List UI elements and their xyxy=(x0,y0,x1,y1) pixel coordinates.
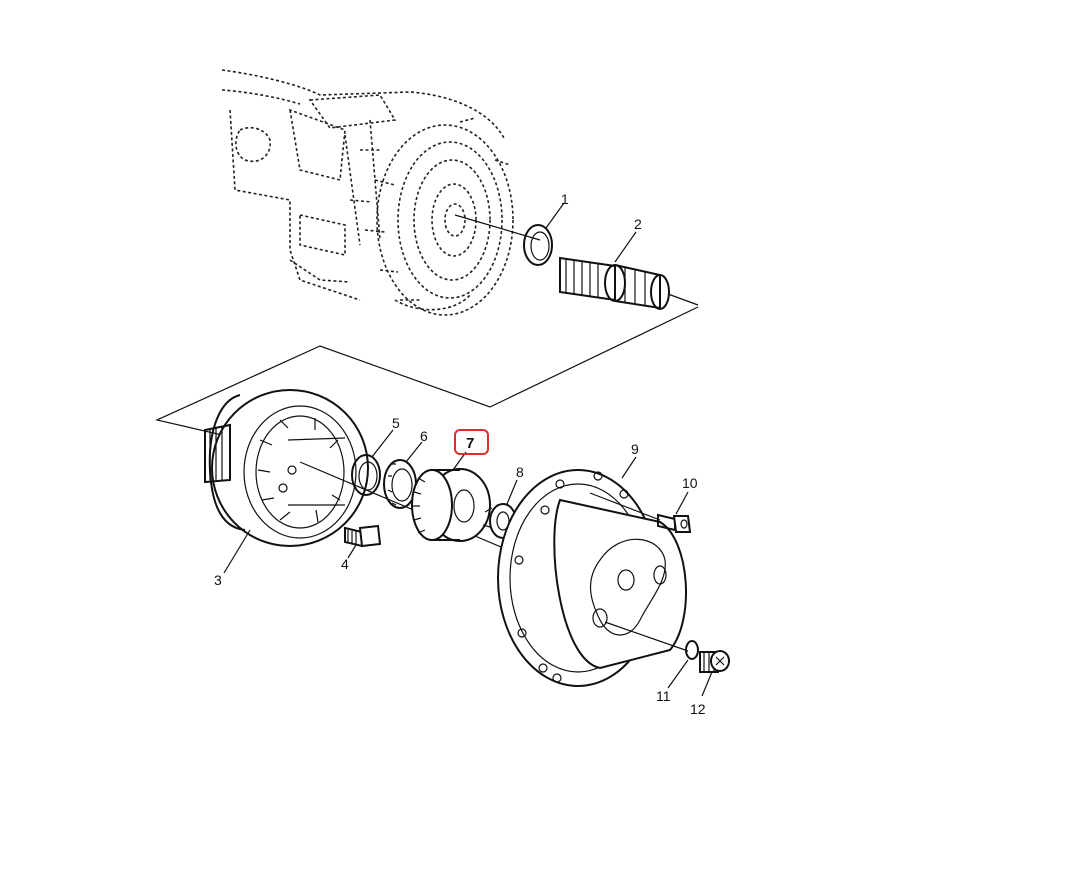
callout-5: 5 xyxy=(392,415,400,431)
part-5-roller-cage xyxy=(351,429,394,496)
callout-10: 10 xyxy=(682,475,698,491)
part-2-splined-shaft xyxy=(559,231,699,310)
assembly-plane xyxy=(155,306,699,436)
callout-12: 12 xyxy=(690,701,706,717)
callout-2: 2 xyxy=(634,216,642,232)
callout-3: 3 xyxy=(214,572,222,588)
callout-7: 7 xyxy=(466,435,474,452)
callout-9: 9 xyxy=(631,441,639,457)
part-4-bolt xyxy=(344,524,382,559)
axle-housing-ghost xyxy=(221,69,541,316)
callout-11: 11 xyxy=(656,688,671,704)
part-11-washer xyxy=(667,640,699,689)
callout-4: 4 xyxy=(341,556,349,572)
highlight-box-7 xyxy=(454,429,489,455)
part-7-planet-gear xyxy=(411,451,491,542)
part-12-plug xyxy=(699,650,730,697)
part-9-planet-carrier xyxy=(497,456,689,687)
part-1-snap-ring xyxy=(523,202,565,266)
part-10-cap-screw xyxy=(657,491,692,533)
part-3-ring-gear xyxy=(204,389,521,574)
callout-6: 6 xyxy=(420,428,428,444)
callout-8: 8 xyxy=(516,464,524,480)
callout-1: 1 xyxy=(561,191,569,207)
